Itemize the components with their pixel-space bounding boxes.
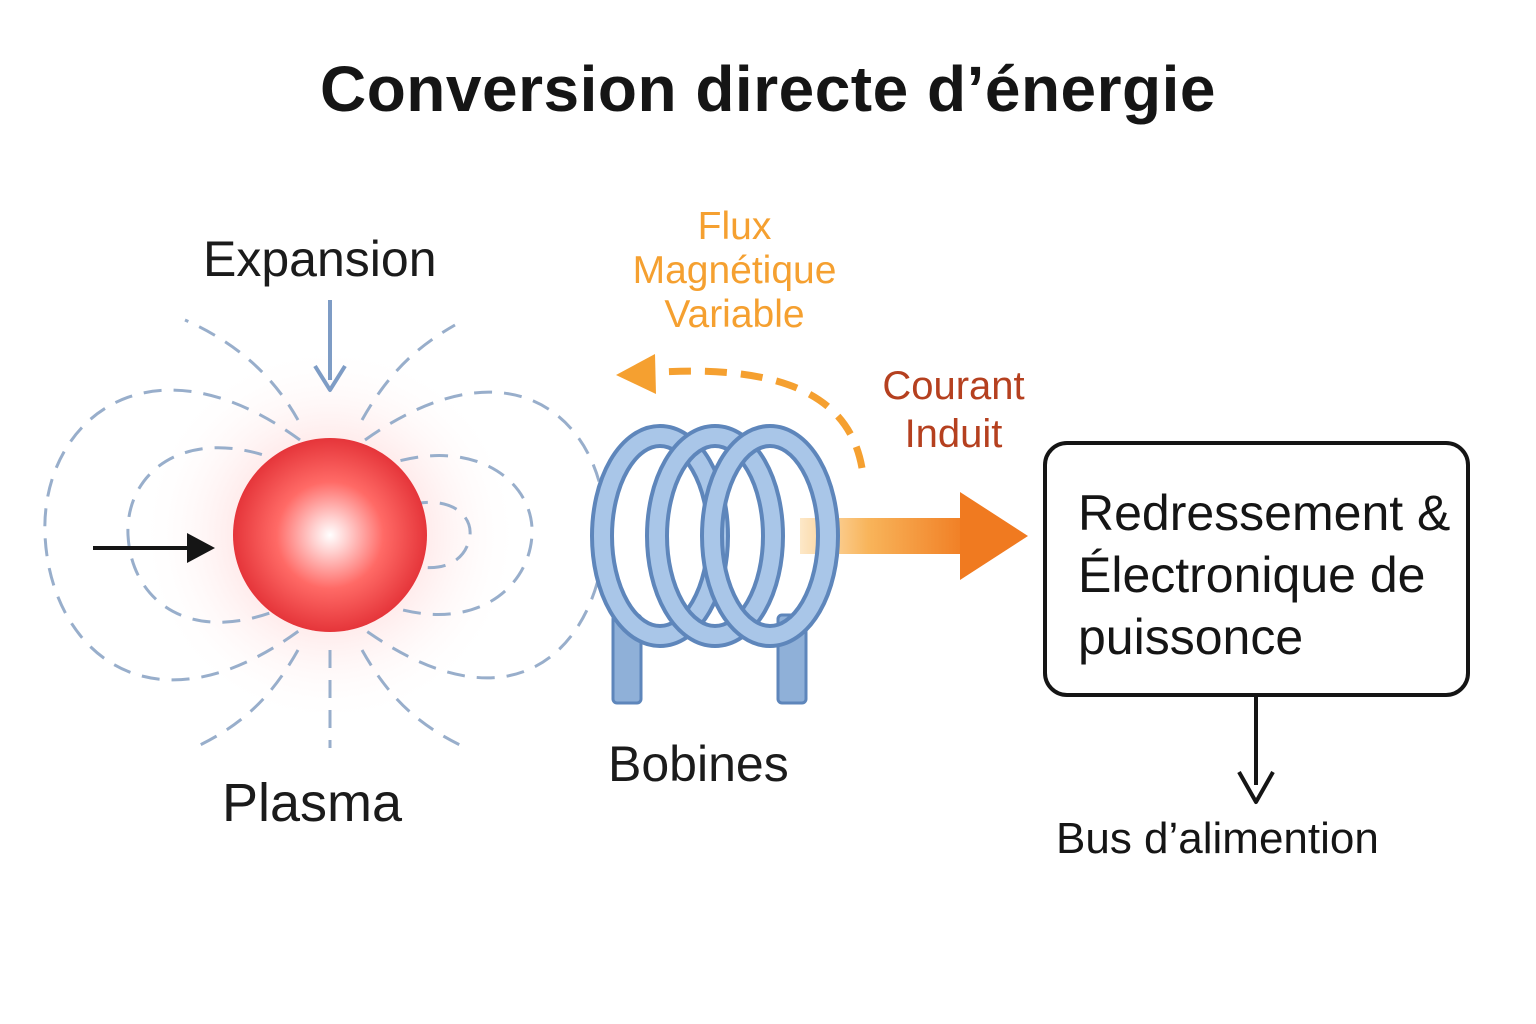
plasma-sphere bbox=[233, 438, 427, 632]
electronics-box-label: Redressement & Électronique de puissonce bbox=[1078, 485, 1451, 665]
plasma-label: Plasma bbox=[222, 773, 403, 833]
coils-label: Bobines bbox=[608, 736, 789, 792]
field-line-inner-left bbox=[126, 446, 291, 624]
coil bbox=[590, 424, 840, 648]
flux-curved-arrow bbox=[616, 354, 866, 469]
field-line-bottom-right bbox=[360, 649, 461, 747]
field-line-top-left bbox=[184, 318, 300, 421]
expansion-label: Expansion bbox=[203, 231, 437, 287]
field-line-outer-left bbox=[43, 388, 301, 682]
diagram-title: Conversion directe d’énergie bbox=[319, 53, 1217, 125]
coil-ring-2 bbox=[649, 428, 781, 644]
field-line-top-right bbox=[360, 323, 456, 421]
input-arrow bbox=[93, 533, 215, 563]
expansion-arrow bbox=[313, 300, 347, 392]
power-bus-label: Bus d’alimention bbox=[1056, 814, 1379, 863]
bus-arrow bbox=[1237, 697, 1275, 804]
induced-current-label: Courant Induit bbox=[882, 364, 1025, 456]
electronics-box bbox=[1043, 441, 1470, 697]
field-line-small-right bbox=[409, 500, 472, 570]
magnetic-flux-label: Flux Magnétique Variable bbox=[632, 205, 837, 336]
coil-ring-3 bbox=[704, 428, 836, 644]
field-line-bottom-left bbox=[199, 649, 300, 747]
